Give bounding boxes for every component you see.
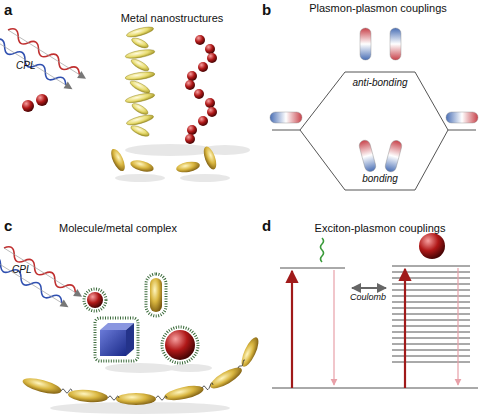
panel-title: Exciton-plasmon couplings [315, 222, 446, 234]
molecule-symbol [321, 238, 324, 262]
panel-title: Metal nanostructures [121, 12, 224, 24]
cpl-waves [0, 241, 84, 314]
level-label: anti-bonding [352, 77, 407, 88]
light-label: CPL [16, 60, 35, 71]
metal-particle [419, 233, 445, 259]
panel-letter: c [4, 218, 12, 235]
coulomb-arrow [352, 287, 386, 289]
sphere-helix [185, 35, 217, 144]
panel-letter: d [262, 218, 271, 235]
transition-arrows [292, 268, 458, 388]
energy-levels [272, 72, 476, 190]
shadows [115, 144, 250, 182]
light-label: CPL [12, 264, 31, 275]
rod-helix [125, 25, 156, 138]
energy-levels [272, 266, 478, 388]
molecule-metal-particles [84, 274, 198, 363]
rod-chain [21, 335, 262, 405]
panel-letter: b [262, 2, 271, 19]
cpl-waves [0, 23, 88, 96]
sphere-dimer [22, 94, 48, 112]
panel-title: Plasmon-plasmon couplings [309, 2, 447, 14]
panel-title: Molecule/metal complex [59, 222, 177, 234]
arrow-label: Coulomb [350, 293, 386, 303]
dipole-rods [270, 28, 478, 173]
rod-dimers [108, 145, 218, 174]
level-label: bonding [362, 173, 398, 184]
panel-letter: a [4, 2, 12, 19]
shadows [50, 363, 230, 414]
